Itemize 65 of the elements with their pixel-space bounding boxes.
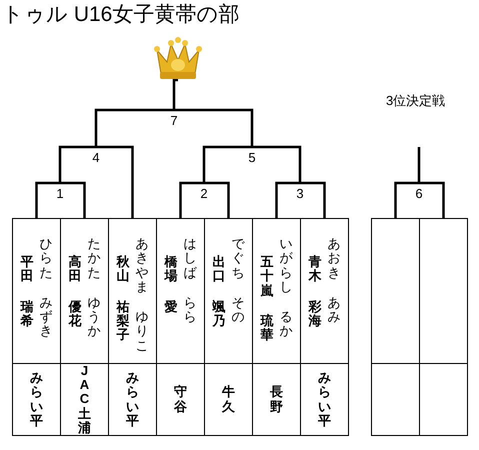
given-name-reading: ゆうか (88, 296, 100, 339)
name-cell (12, 218, 61, 364)
match-number: 1 (50, 183, 70, 201)
bracket-line (204, 182, 230, 218)
bracket-line (35, 182, 60, 218)
given-name-reading: らら (184, 296, 196, 324)
given-name-reading: みずき (40, 296, 52, 339)
surname: 五十嵐 (260, 255, 274, 298)
bracket-line (179, 182, 204, 218)
club-name: 守谷 (174, 385, 187, 414)
title: トゥル U16女子黄帯の部 (2, 4, 240, 25)
surname: 青木 (308, 255, 322, 284)
given-name: 颯乃 (212, 300, 226, 328)
surname-reading: いがらし (280, 237, 292, 294)
given-name: 琉華 (260, 314, 274, 342)
given-name-reading: ゆりこ (136, 310, 148, 354)
bracket-line (300, 182, 326, 218)
bracket-line (172, 78, 178, 110)
given-name-reading: るか (280, 310, 292, 339)
given-name: 彩海 (308, 300, 322, 328)
bracket-line (96, 146, 134, 218)
bracket-line (275, 182, 300, 218)
bracket-line (58, 146, 96, 183)
club-cell (300, 363, 349, 436)
given-name: 愛 (164, 300, 178, 314)
club-name: みらい平 (318, 370, 331, 428)
given-name: 祐梨子 (116, 300, 130, 342)
match-number: 7 (164, 110, 184, 128)
bracket-line (94, 108, 174, 147)
club-name: みらい平 (126, 370, 139, 428)
surname: 秋山 (116, 255, 130, 284)
bracket-line (60, 182, 86, 218)
club-name: JAC土浦 (78, 364, 91, 436)
match-number: 3 (290, 183, 310, 201)
given-name: 優花 (68, 300, 82, 328)
surname: 平田 (20, 255, 34, 284)
bracket-line (202, 146, 252, 183)
bracket-line (419, 182, 445, 218)
surname-reading: あきやま (136, 237, 148, 294)
given-name-reading: その (232, 296, 244, 324)
match-number: 6 (409, 183, 429, 201)
surname-reading: でぐち (232, 237, 244, 280)
surname-reading: あおき (328, 237, 340, 280)
club-cell (12, 363, 61, 436)
club-cell (60, 363, 109, 436)
surname-reading: たかた (88, 237, 100, 280)
surname-reading: ひらた (40, 237, 52, 280)
surname: 橋場 (164, 255, 178, 284)
match-number: 4 (86, 147, 106, 165)
match-number: 2 (194, 183, 214, 201)
bracket-line (252, 146, 302, 183)
surname-reading: はしば (184, 237, 196, 280)
club-name: 牛久 (222, 385, 235, 414)
bracket-line (174, 108, 254, 147)
given-name: 瑞希 (20, 300, 34, 328)
club-name: 長野 (270, 385, 283, 414)
bracket-line (418, 147, 420, 183)
surname: 出口 (212, 255, 226, 284)
bracket-line (394, 182, 419, 218)
match-number: 5 (242, 147, 262, 165)
given-name-reading: あみ (328, 296, 340, 324)
name-cell (300, 218, 349, 364)
club-name: みらい平 (30, 370, 43, 428)
surname: 高田 (68, 255, 82, 284)
note-label: 3位決定戦 (386, 92, 446, 110)
